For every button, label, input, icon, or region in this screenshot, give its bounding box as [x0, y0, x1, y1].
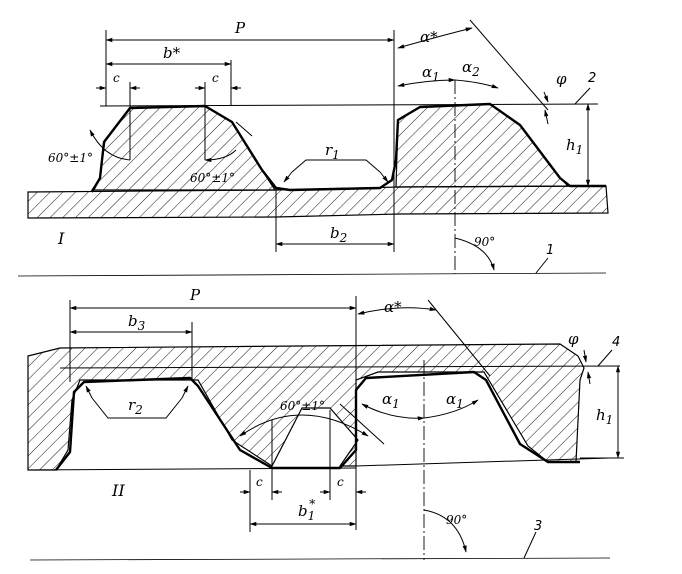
section-one: P b* c c r1 b2 h1 α* α1 α2 φ	[17, 19, 609, 277]
top-left-60-label: 60°±1°	[48, 151, 93, 165]
top-c-right-label: c	[212, 71, 219, 85]
top-phi-label: φ	[556, 70, 567, 88]
top-h1-label: h1	[566, 136, 583, 157]
top-right-60-label: 60°±1°	[190, 171, 235, 185]
top-right-tooth	[395, 103, 570, 188]
bottom-base-line	[27, 467, 357, 471]
top-axis-line	[17, 272, 607, 277]
top-b2-label: b2	[330, 224, 347, 245]
top-alpha-star-label: α*	[420, 28, 438, 46]
top-alpha1-label: α1	[422, 63, 440, 84]
bottom-right-angle-label: 90°	[446, 513, 467, 527]
bottom-alpha1-right-label: α1	[446, 390, 464, 411]
bottom-phi-label: φ	[568, 330, 579, 348]
top-pitch-line	[99, 103, 599, 107]
bottom-pitch-label: P	[189, 286, 201, 304]
bottom-b3-label: b3	[128, 312, 146, 333]
bottom-alpha1-left-label: α1	[382, 390, 400, 411]
bottom-pitch-line	[59, 365, 621, 369]
top-ref-1: 1	[546, 243, 554, 258]
bottom-60-label: 60°±1°	[280, 399, 325, 413]
top-ref-2: 2	[588, 71, 596, 86]
bottom-section-label: II	[111, 481, 125, 500]
top-alpha2-label: α2	[462, 58, 480, 79]
top-belt-base	[27, 185, 609, 219]
top-section-label: I	[57, 229, 65, 248]
top-right-angle-label: 90°	[474, 235, 495, 249]
bottom-h1-label: h1	[596, 406, 613, 427]
top-r1-label: r1	[325, 141, 340, 162]
bottom-axis-line	[29, 557, 611, 561]
bottom-r2-label: r2	[128, 396, 143, 417]
bottom-ref-4: 4	[612, 335, 620, 350]
top-pitch-label: P	[234, 19, 246, 37]
bottom-alpha-star-label: α*	[384, 298, 402, 316]
top-b-star-label: b*	[163, 44, 181, 62]
section-two: P b3 r2 60°±1° c c b1* α* α1 α1 φ	[27, 286, 624, 561]
top-c-left-label: c	[113, 71, 120, 85]
bottom-b1-star-label: b1*	[298, 497, 315, 523]
bottom-c-right-label: c	[337, 475, 344, 489]
bottom-ref-3: 3	[534, 519, 542, 534]
bottom-c-left-label: c	[256, 475, 263, 489]
